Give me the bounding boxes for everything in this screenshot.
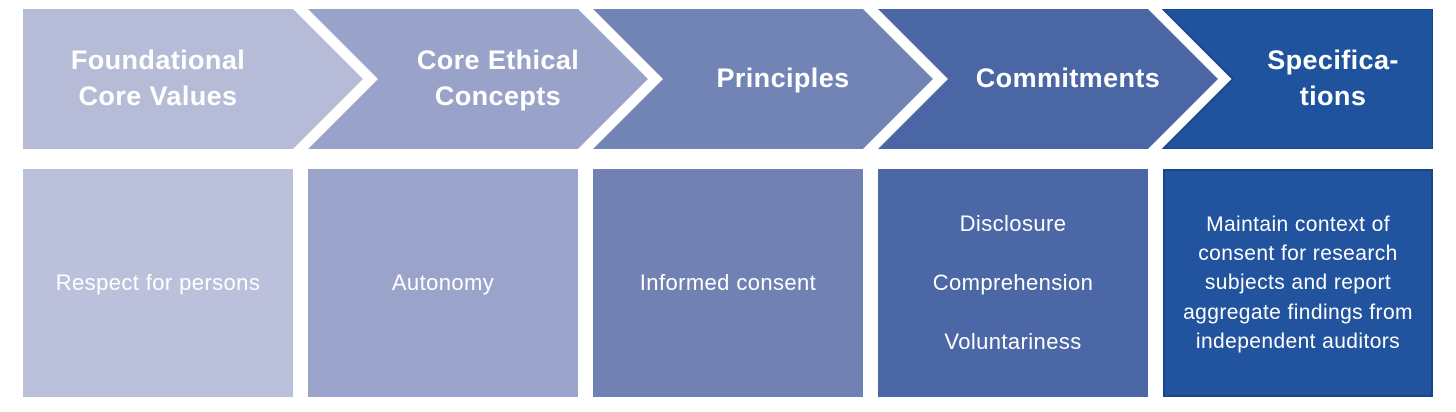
stage-box-foundational-core-values: Respect for persons — [23, 169, 293, 397]
stage-box-text: Informed consent — [639, 270, 817, 295]
stage-box-principles: Informed consent — [593, 169, 863, 397]
stage-box-text: Disclosure — [959, 211, 1067, 236]
stage-box-text: Maintain context of consent for research… — [1183, 212, 1413, 354]
chevron-core-ethical-concepts — [308, 9, 648, 149]
chevron-specifications — [1161, 9, 1433, 149]
stage-box-text: Autonomy — [391, 270, 495, 295]
stage-box-text: Voluntariness — [944, 329, 1082, 354]
stage-box-core-ethical-concepts: Autonomy — [308, 169, 578, 397]
stage-title-commitments: Commitments — [975, 63, 1161, 94]
stage-box-text: Comprehension — [932, 270, 1094, 295]
stage-box-commitments: Disclosure Comprehension Voluntariness — [878, 169, 1148, 397]
stage-title-foundational-core-values: Foundational Core Values — [70, 45, 246, 111]
chevron-principles — [593, 9, 933, 149]
stage-box-specifications: Maintain context of consent for research… — [1163, 169, 1433, 397]
chevron-commitments — [878, 9, 1218, 149]
stage-title-principles: Principles — [716, 63, 850, 94]
stage-title-core-ethical-concepts: Core Ethical Concepts — [416, 45, 580, 111]
stage-title-specifications: Specifica- tions — [1267, 45, 1399, 111]
stage-box-text: Respect for persons — [55, 270, 261, 295]
chevron-foundational-core-values — [23, 9, 363, 149]
chevron-band — [23, 9, 1433, 149]
